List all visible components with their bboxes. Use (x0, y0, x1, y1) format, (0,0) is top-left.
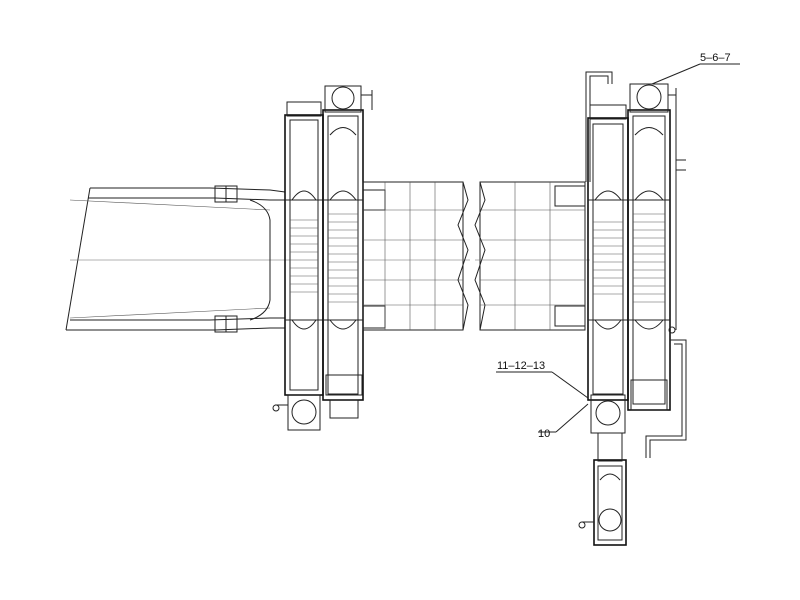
pipe-runs (585, 71, 687, 458)
callout-label-5-6-7: 5–6–7 (700, 52, 731, 64)
right-column-b (627, 83, 677, 411)
left-main-beam (65, 185, 290, 333)
lower-extension (578, 432, 627, 546)
callout-10: 10 (538, 403, 589, 440)
right-connector-box (475, 181, 590, 331)
callout-label-11-12-13: 11–12–13 (497, 360, 545, 372)
break-lines (457, 181, 486, 331)
left-connector-box (362, 181, 470, 331)
left-column-a (272, 101, 324, 431)
callout-5-6-7: 5–6–7 (651, 52, 740, 85)
right-column-a (587, 104, 629, 434)
callout-label-10: 10 (538, 428, 550, 440)
left-column-b (322, 85, 373, 419)
callout-11-12-13: 11–12–13 (496, 360, 589, 399)
